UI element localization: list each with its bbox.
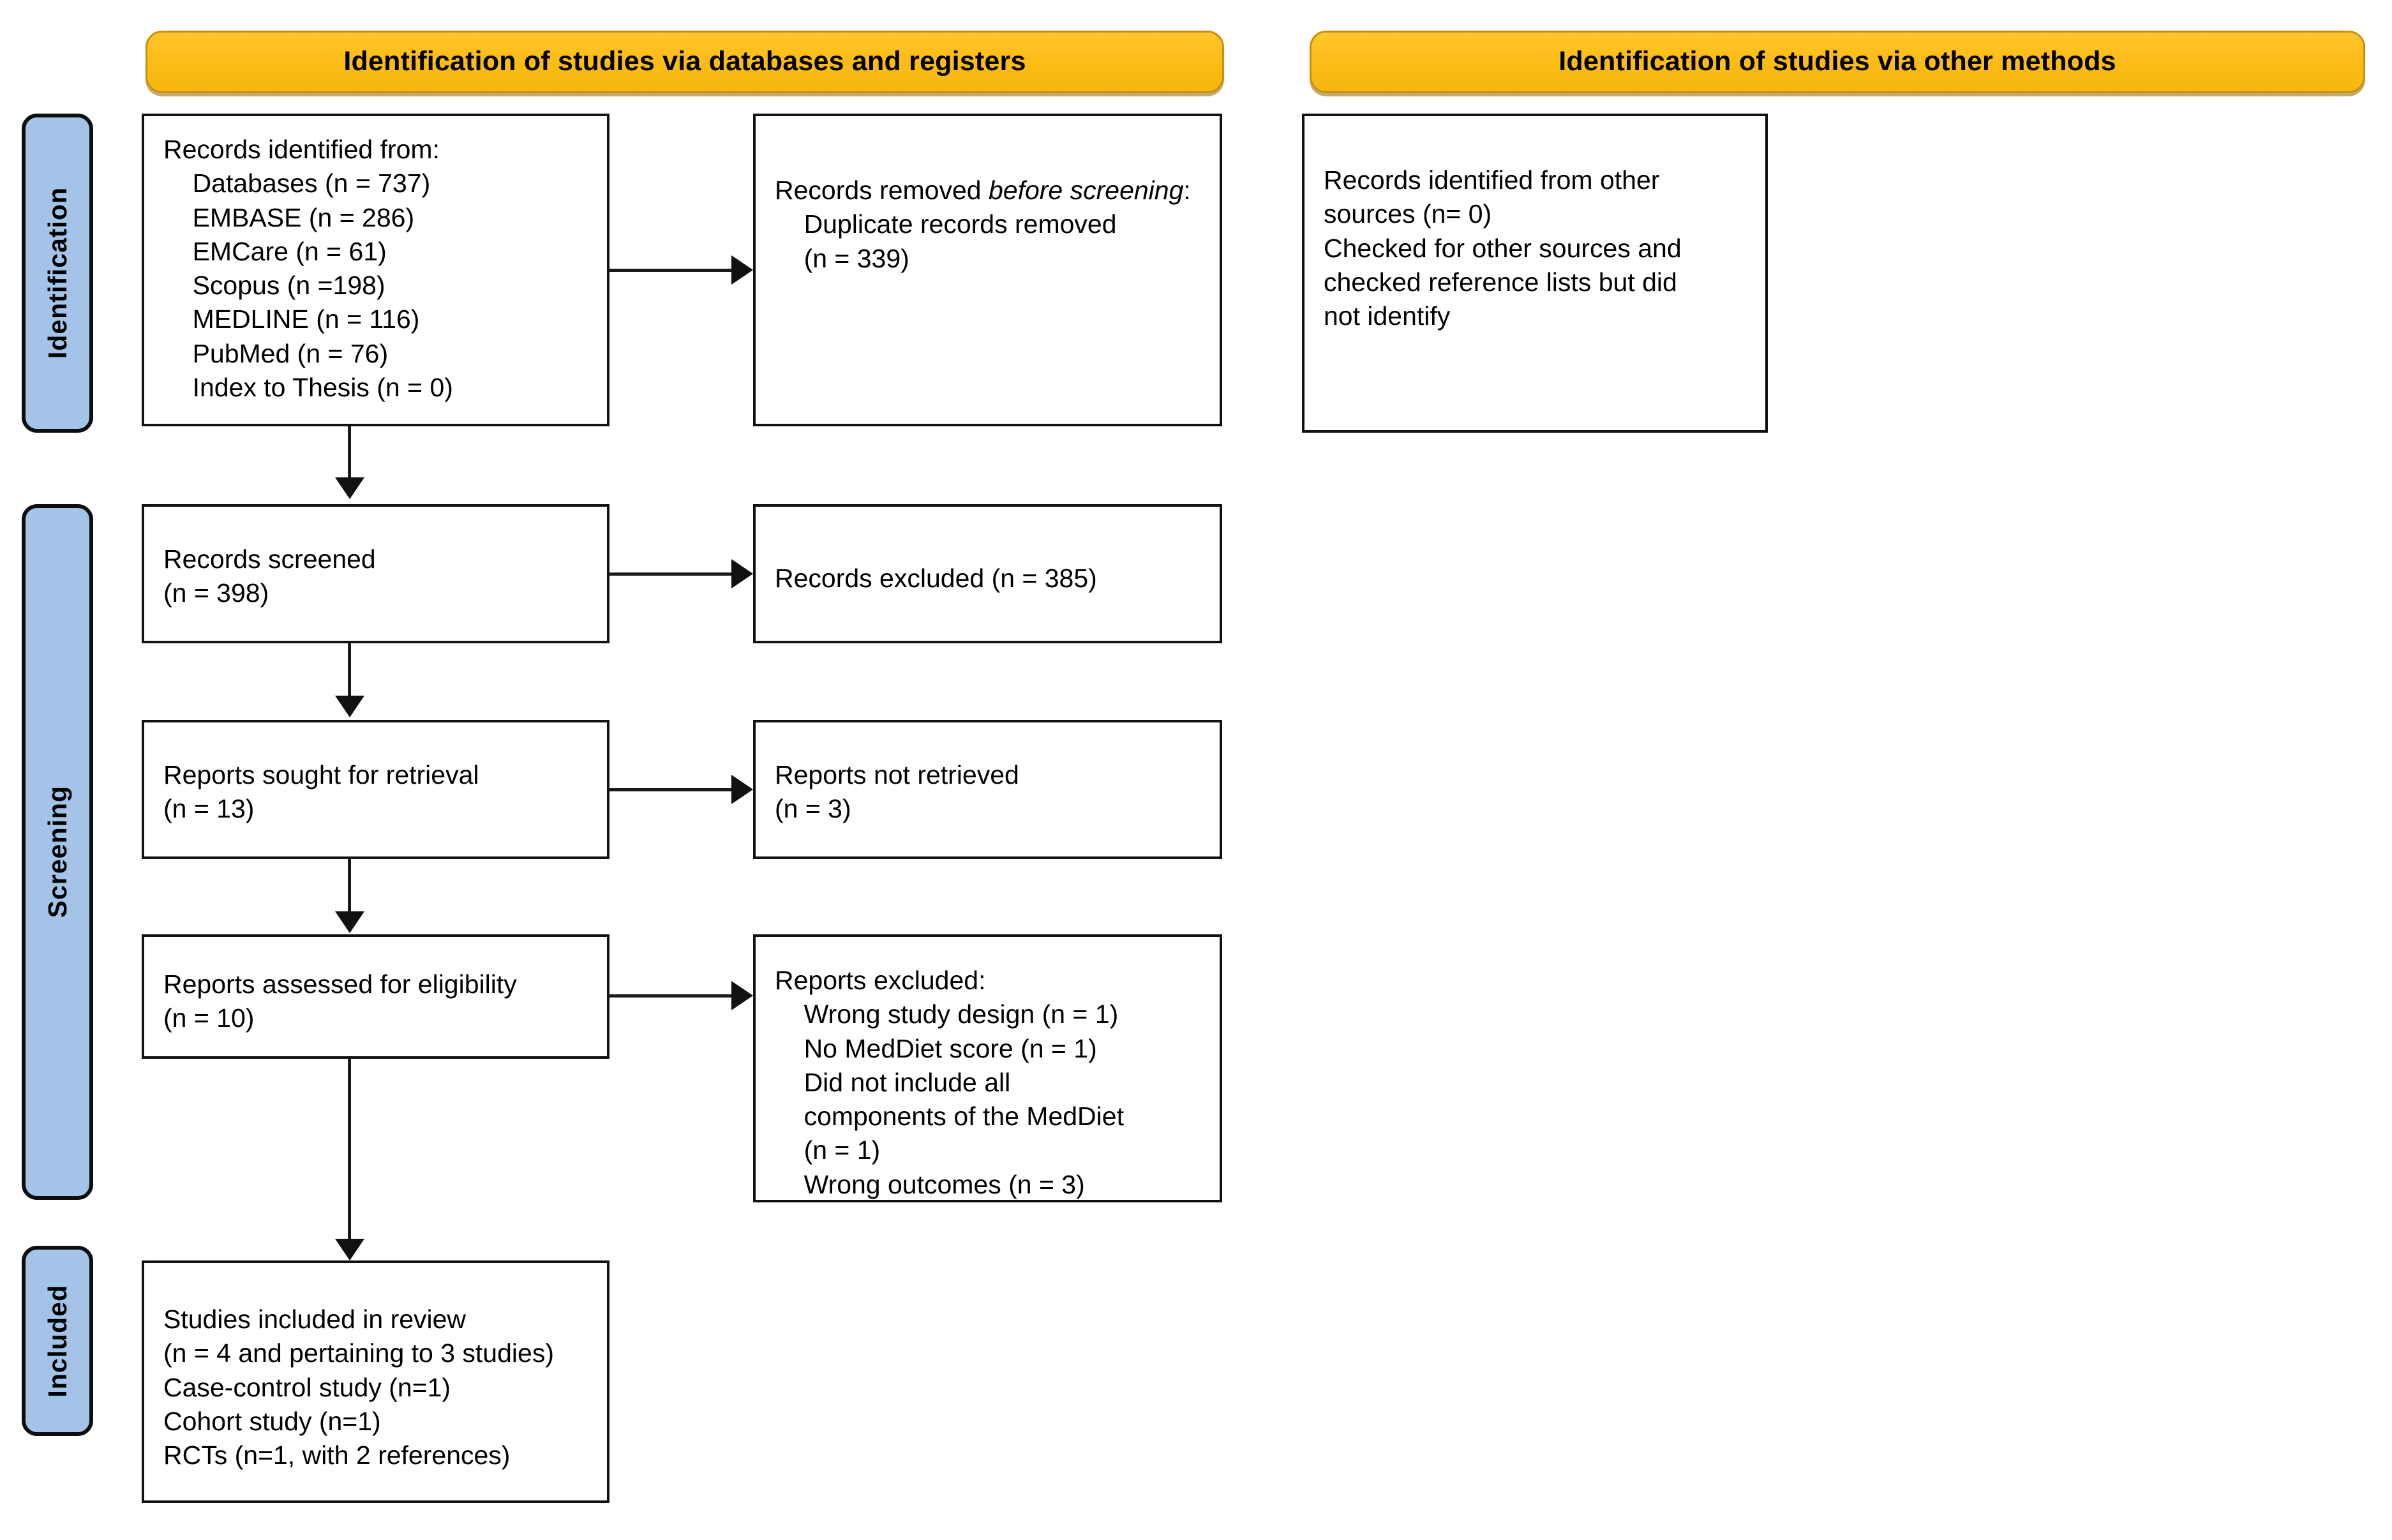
connector-sought-to-assessed (348, 859, 351, 911)
records-removed-italic: before screening (988, 176, 1184, 205)
connector-screened-to-excluded (609, 572, 732, 576)
reports-excluded-box: Reports excluded: Wrong study design (n … (753, 934, 1222, 1202)
reports-not-retrieved-box: Reports not retrieved (n = 3) (753, 720, 1222, 859)
records-removed-text: Records removed before screening: Duplic… (775, 133, 1200, 276)
connector-identified-to-screened (348, 426, 351, 477)
arrowhead-screened-to-excluded (731, 559, 753, 588)
studies-included-box: Studies included in review (n = 4 and pe… (142, 1260, 609, 1503)
banner-identification-other: Identification of studies via other meth… (1310, 31, 2365, 93)
reports-not-retrieved-text: Reports not retrieved (n = 3) (775, 760, 1019, 824)
records-identified-text: Records identified from: Databases (n = … (163, 135, 453, 403)
records-excluded-box: Records excluded (n = 385) (753, 504, 1222, 643)
banner-other-label: Identification of studies via other meth… (1559, 46, 2116, 77)
records-removed-suffix: : Duplicate records removed (n = 339) (804, 176, 1191, 273)
connector-assessed-to-excluded (609, 994, 732, 998)
records-screened-text: Records screened (n = 398) (163, 544, 376, 608)
connector-identified-to-removed (609, 269, 732, 272)
records-excluded-text: Records excluded (n = 385) (775, 564, 1097, 593)
reports-sought-box: Reports sought for retrieval (n = 13) (142, 720, 609, 859)
rail-included: Included (22, 1246, 93, 1436)
connector-screened-to-sought (348, 643, 351, 696)
records-identified-box: Records identified from: Databases (n = … (142, 114, 609, 426)
records-screened-box: Records screened (n = 398) (142, 504, 609, 643)
connector-assessed-to-included (348, 1059, 351, 1239)
banner-identification-databases: Identification of studies via databases … (146, 31, 1224, 93)
reports-excluded-text: Reports excluded: Wrong study design (n … (775, 966, 1124, 1199)
rail-screening: Screening (22, 504, 93, 1200)
arrowhead-identified-to-screened (335, 477, 364, 499)
rail-identification-label: Identification (42, 187, 72, 359)
rail-identification: Identification (22, 114, 93, 433)
rail-screening-label: Screening (42, 786, 72, 918)
other-sources-text: Records identified from other sources (n… (1324, 165, 1682, 331)
records-removed-prefix: Records removed (775, 176, 989, 205)
reports-assessed-box: Reports assessed for eligibility (n = 10… (142, 934, 609, 1059)
banner-databases-label: Identification of studies via databases … (343, 46, 1026, 77)
arrowhead-identified-to-removed (731, 255, 753, 285)
arrowhead-screened-to-sought (335, 696, 364, 717)
studies-included-text: Studies included in review (n = 4 and pe… (163, 1305, 554, 1470)
connector-sought-to-not-retrieved (609, 788, 732, 791)
reports-sought-text: Reports sought for retrieval (n = 13) (163, 760, 479, 824)
records-removed-box: Records removed before screening: Duplic… (753, 114, 1222, 426)
arrowhead-assessed-to-excluded (731, 981, 753, 1010)
arrowhead-sought-to-assessed (335, 911, 364, 933)
arrowhead-assessed-to-included (335, 1239, 364, 1260)
arrowhead-sought-to-not-retrieved (731, 775, 753, 804)
reports-assessed-text: Reports assessed for eligibility (n = 10… (163, 969, 517, 1033)
other-sources-box: Records identified from other sources (n… (1302, 114, 1768, 433)
rail-included-label: Included (42, 1284, 72, 1398)
